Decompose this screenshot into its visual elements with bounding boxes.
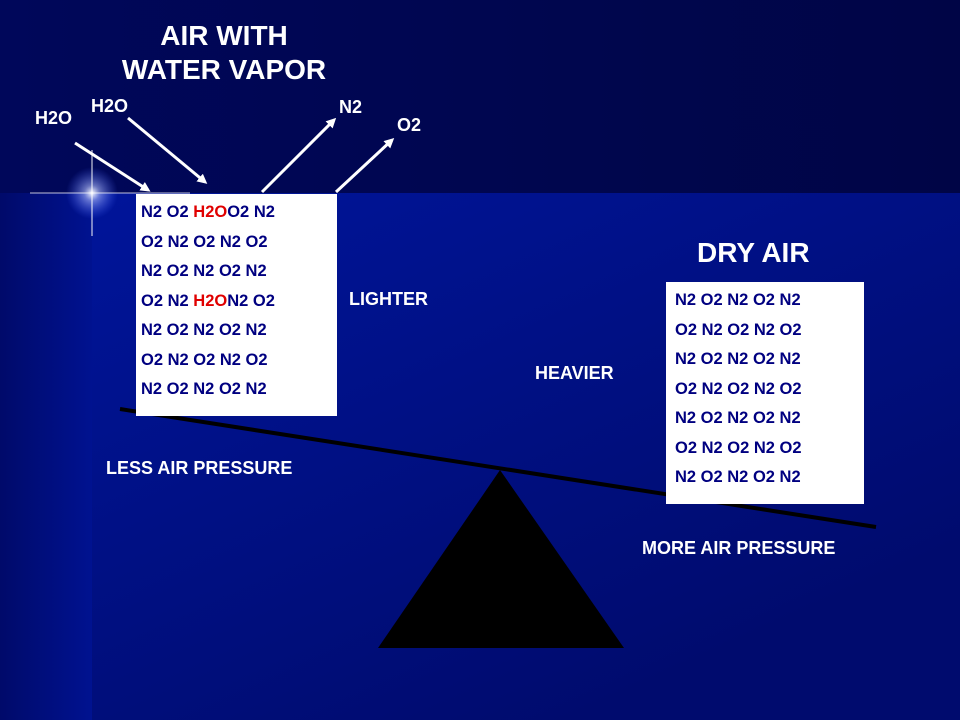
dry-molecule-row: N2 O2 N2 O2 N2 [675,468,801,486]
humid-air-title: AIR WITH WATER VAPOR [100,19,348,87]
air-molecule-text: N2 O2 N2 O2 N2 [141,380,267,398]
fulcrum-triangle [378,470,624,648]
humid-molecule-row: O2 N2 H2ON2 O2 [136,287,337,317]
humid-molecule-row: O2 N2 O2 N2 O2 [136,228,337,258]
air-molecule-text: O2 N2 O2 N2 O2 [141,350,268,369]
humid-air-title-line2: WATER VAPOR [121,54,327,85]
dry-molecule-row: N2 O2 N2 O2 N2 [675,409,801,427]
less-pressure-label: LESS AIR PRESSURE [106,458,293,478]
air-molecule-text: O2 N2 [227,203,275,221]
sparkle-decoration [30,150,190,236]
humid-molecule-row: N2 O2 H2OO2 N2 [136,198,337,228]
air-molecule-text: N2 O2 N2 O2 N2 [141,262,267,280]
lighter-label: LIGHTER [349,289,428,309]
arrow-n2-out [260,117,337,194]
heavier-label: HEAVIER [535,363,614,383]
dry-air-title: DRY AIR [697,237,810,268]
humid-molecule-row: N2 O2 N2 O2 N2 [136,316,337,346]
n2-label: N2 [339,97,363,117]
arrow-o2-out [334,137,395,194]
air-molecule-text: O2 N2 [141,291,194,310]
dry-molecule-row: N2 O2 N2 O2 N2 [675,350,801,368]
h2o-label-mid: H2O [91,96,129,116]
dry-molecule-row: N2 O2 N2 O2 N2 [675,291,801,309]
dry-air-molecule-box: N2 O2 N2 O2 N2 O2 N2 O2 N2 O2 N2 O2 N2 O2 … [666,282,864,504]
h2o-label-left: H2O [35,108,73,128]
air-molecule-text: O2 N2 O2 N2 O2 [141,232,268,251]
dry-molecule-row: O2 N2 O2 N2 O2 [675,320,802,339]
water-molecule-text: H2O [193,203,228,221]
more-pressure-label: MORE AIR PRESSURE [642,538,836,558]
water-molecule-text: H2O [193,291,228,310]
humid-air-title-line1: AIR WITH [160,20,288,51]
dry-molecule-row: O2 N2 O2 N2 O2 [675,379,802,398]
humid-molecule-row: N2 O2 N2 O2 N2 [136,375,337,405]
air-molecule-text: N2 O2 [141,203,194,221]
balance-beam [119,407,877,529]
arrow-h2o-in-mid [127,116,208,184]
air-molecule-text: N2 O2 N2 O2 N2 [141,321,267,339]
humid-molecule-row: O2 N2 O2 N2 O2 [136,346,337,376]
air-molecule-text: N2 O2 [227,291,275,310]
humid-molecule-row: N2 O2 N2 O2 N2 [136,257,337,287]
dry-molecule-row: O2 N2 O2 N2 O2 [675,438,802,457]
arrow-h2o-in-left [74,141,151,192]
o2-label: O2 [397,115,422,135]
